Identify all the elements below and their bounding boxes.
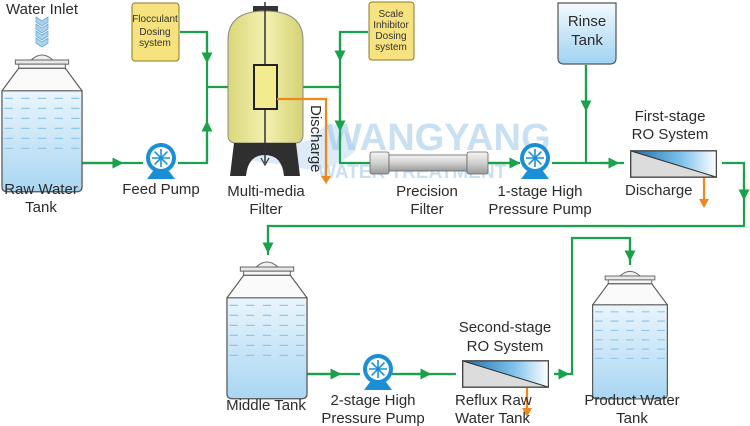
label-precision-filter-1: Precision	[396, 183, 458, 200]
watermark-brand: WANGYANG	[326, 117, 551, 159]
hp-pump-2-icon	[362, 353, 394, 391]
precision-filter	[369, 151, 489, 175]
flocculant-dosing-box	[131, 2, 180, 62]
label-second-stage-ro-1: Second-stage	[459, 319, 552, 336]
label-middle-tank: Middle Tank	[226, 397, 306, 414]
label-product-tank-2: Tank	[616, 410, 648, 426]
label-scale-inhibitor-1: Scale	[378, 9, 403, 20]
multimedia-filter	[227, 2, 304, 176]
label-flocculant-3: system	[139, 38, 171, 49]
label-hp-pump-2-1: 2-stage High	[330, 392, 415, 409]
label-first-stage-ro-2: RO System	[632, 126, 709, 143]
pipe-flocculant	[180, 30, 209, 87]
label-raw-water-tank-2: Tank	[25, 199, 57, 216]
label-multimedia-filter-2: Filter	[249, 201, 282, 218]
label-discharge-ro1: Discharge	[625, 182, 693, 199]
label-precision-filter-2: Filter	[410, 201, 443, 218]
pipe-pump-to-filter	[178, 87, 209, 165]
label-feed-pump: Feed Pump	[122, 181, 200, 198]
discharge-arrow-icon	[321, 176, 331, 184]
label-second-stage-ro-2: RO System	[467, 338, 544, 355]
hp-pump-1-icon	[519, 142, 551, 180]
label-raw-water-tank-1: Raw Water	[4, 181, 78, 198]
label-hp-pump-1-1: 1-stage High	[497, 183, 582, 200]
second-stage-ro-unit	[461, 360, 550, 388]
label-flocculant-2: Dosing	[139, 27, 170, 38]
label-discharge-vertical: Discharge	[307, 105, 324, 173]
rinse-tank	[557, 2, 617, 65]
label-reflux-2: Water Tank	[455, 410, 531, 426]
label-scale-inhibitor-3: Dosing	[375, 31, 406, 42]
first-stage-ro-unit	[629, 150, 718, 178]
label-product-tank-1: Product Water	[584, 392, 679, 409]
label-hp-pump-1-2: Pressure Pump	[488, 201, 591, 218]
feed-pump-icon	[145, 142, 177, 180]
label-water-inlet: Water Inlet	[6, 1, 79, 18]
product-water-tank	[592, 270, 668, 400]
label-rinse-tank-2: Tank	[571, 32, 603, 49]
label-multimedia-filter-1: Multi-media	[227, 183, 305, 200]
scale-inhibitor-dosing-box	[368, 1, 415, 61]
label-hp-pump-2-2: Pressure Pump	[321, 410, 424, 426]
discharge-ro1-arrow-icon	[699, 199, 709, 208]
label-flocculant-1: Flocculant	[132, 14, 178, 25]
raw-water-tank	[1, 54, 83, 193]
label-scale-inhibitor-2: Inhibitor	[373, 20, 409, 31]
label-reflux-1: Reflux Raw	[455, 392, 532, 409]
label-first-stage-ro-1: First-stage	[635, 108, 706, 125]
middle-tank	[226, 261, 308, 400]
water-inlet-chevrons-icon	[35, 16, 49, 48]
label-rinse-tank-1: Rinse	[568, 13, 606, 30]
label-scale-inhibitor-4: system	[375, 42, 407, 53]
discharge-ro2-arrow-icon	[522, 408, 532, 417]
discharge-pipe-filter	[277, 97, 328, 180]
